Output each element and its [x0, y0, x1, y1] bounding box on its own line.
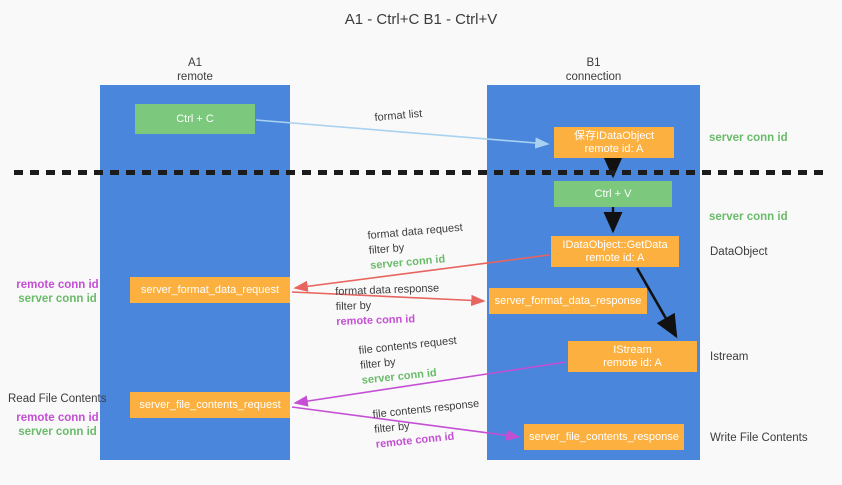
- node-ctrl-c-label: Ctrl + C: [176, 112, 214, 125]
- lane-a1-name: A1: [187, 57, 203, 69]
- annotation-left-server-conn-id-2: server conn id: [18, 426, 97, 438]
- lane-b1-name: B1: [586, 57, 601, 69]
- title-line-2: B1 - Ctrl+V: [423, 11, 498, 28]
- node-server-file-contents-request[interactable]: server_file_contents_request: [130, 392, 290, 418]
- node-server-format-data-request[interactable]: server_format_data_request: [130, 277, 290, 303]
- node-server-format-data-response-label: server_format_data_response: [494, 294, 642, 307]
- phase-divider: [14, 170, 828, 175]
- page-title: A1 - Ctrl+C B1 - Ctrl+V: [0, 10, 842, 30]
- annotation-dataobject: DataObject: [710, 246, 768, 258]
- lane-a1-subtitle: remote: [177, 71, 213, 83]
- annotation-istream: Istream: [710, 351, 749, 363]
- annotation-left-remote-conn-id-1: remote conn id: [16, 279, 99, 291]
- node-ctrl-v-label: Ctrl + V: [594, 187, 632, 200]
- lane-header-b1: B1 connection: [487, 56, 700, 84]
- node-server-file-contents-response[interactable]: server_file_contents_response: [524, 424, 684, 450]
- annotation-server-conn-id-mid: server conn id: [709, 210, 788, 224]
- annotation-read-file-contents: Read File Contents: [8, 393, 107, 405]
- node-ctrl-v[interactable]: Ctrl + V: [554, 181, 672, 207]
- node-ctrl-c[interactable]: Ctrl + C: [135, 104, 255, 134]
- annotation-left-remote-conn-id-2: remote conn id: [16, 412, 99, 424]
- arrow-label-format-list-text: format list: [374, 107, 423, 124]
- arrow-label-format-data-response-filter: filter by remote conn id: [336, 296, 441, 330]
- arrow-label-file-contents-response: file contents response filter by remote …: [372, 397, 483, 453]
- filter-key-2: remote conn id: [336, 313, 416, 328]
- arrow-label-format-list: format list: [374, 107, 423, 126]
- node-getdata-subtitle: remote id: A: [585, 251, 645, 264]
- node-server-file-contents-response-label: server_file_contents_response: [529, 430, 679, 443]
- node-istream[interactable]: IStream remote id: A: [568, 341, 697, 372]
- annotation-left-server-conn-id-1: server conn id: [18, 293, 97, 305]
- lane-b1-subtitle: connection: [565, 71, 622, 83]
- node-server-file-contents-request-label: server_file_contents_request: [139, 398, 281, 411]
- title-line-1: A1 - Ctrl+C: [344, 11, 420, 28]
- node-server-format-data-response[interactable]: server_format_data_response: [489, 288, 647, 314]
- node-istream-subtitle: remote id: A: [603, 356, 662, 369]
- annotation-write-file-contents: Write File Contents: [710, 432, 808, 444]
- node-save-idataobject[interactable]: 保存IDataObject remote id: A: [554, 127, 674, 158]
- annotation-server-conn-id-top: server conn id: [709, 131, 788, 145]
- arrow-label-file-contents-request: file contents request filter by server c…: [358, 334, 461, 389]
- annotation-left-conn-stack-2: remote conn id server conn id: [10, 411, 105, 439]
- lane-header-a1: A1 remote: [100, 56, 290, 84]
- annotation-left-conn-stack-1: remote conn id server conn id: [10, 278, 105, 306]
- node-save-idataobject-title: 保存IDataObject: [573, 129, 655, 142]
- node-idataobject-getdata[interactable]: IDataObject::GetData remote id: A: [551, 236, 679, 267]
- node-save-idataobject-subtitle: remote id: A: [584, 142, 644, 155]
- node-server-format-data-request-label: server_format_data_request: [140, 283, 280, 296]
- arrow-label-format-data-response: format data response filter by remote co…: [335, 281, 440, 330]
- annotation-server-conn-id-top-text: server conn id: [709, 132, 788, 144]
- node-istream-title: IStream: [613, 343, 652, 356]
- annotation-server-conn-id-mid-text: server conn id: [709, 211, 788, 223]
- node-getdata-title: IDataObject::GetData: [562, 238, 668, 251]
- arrow-label-format-data-request: format data request filter by server con…: [367, 221, 466, 274]
